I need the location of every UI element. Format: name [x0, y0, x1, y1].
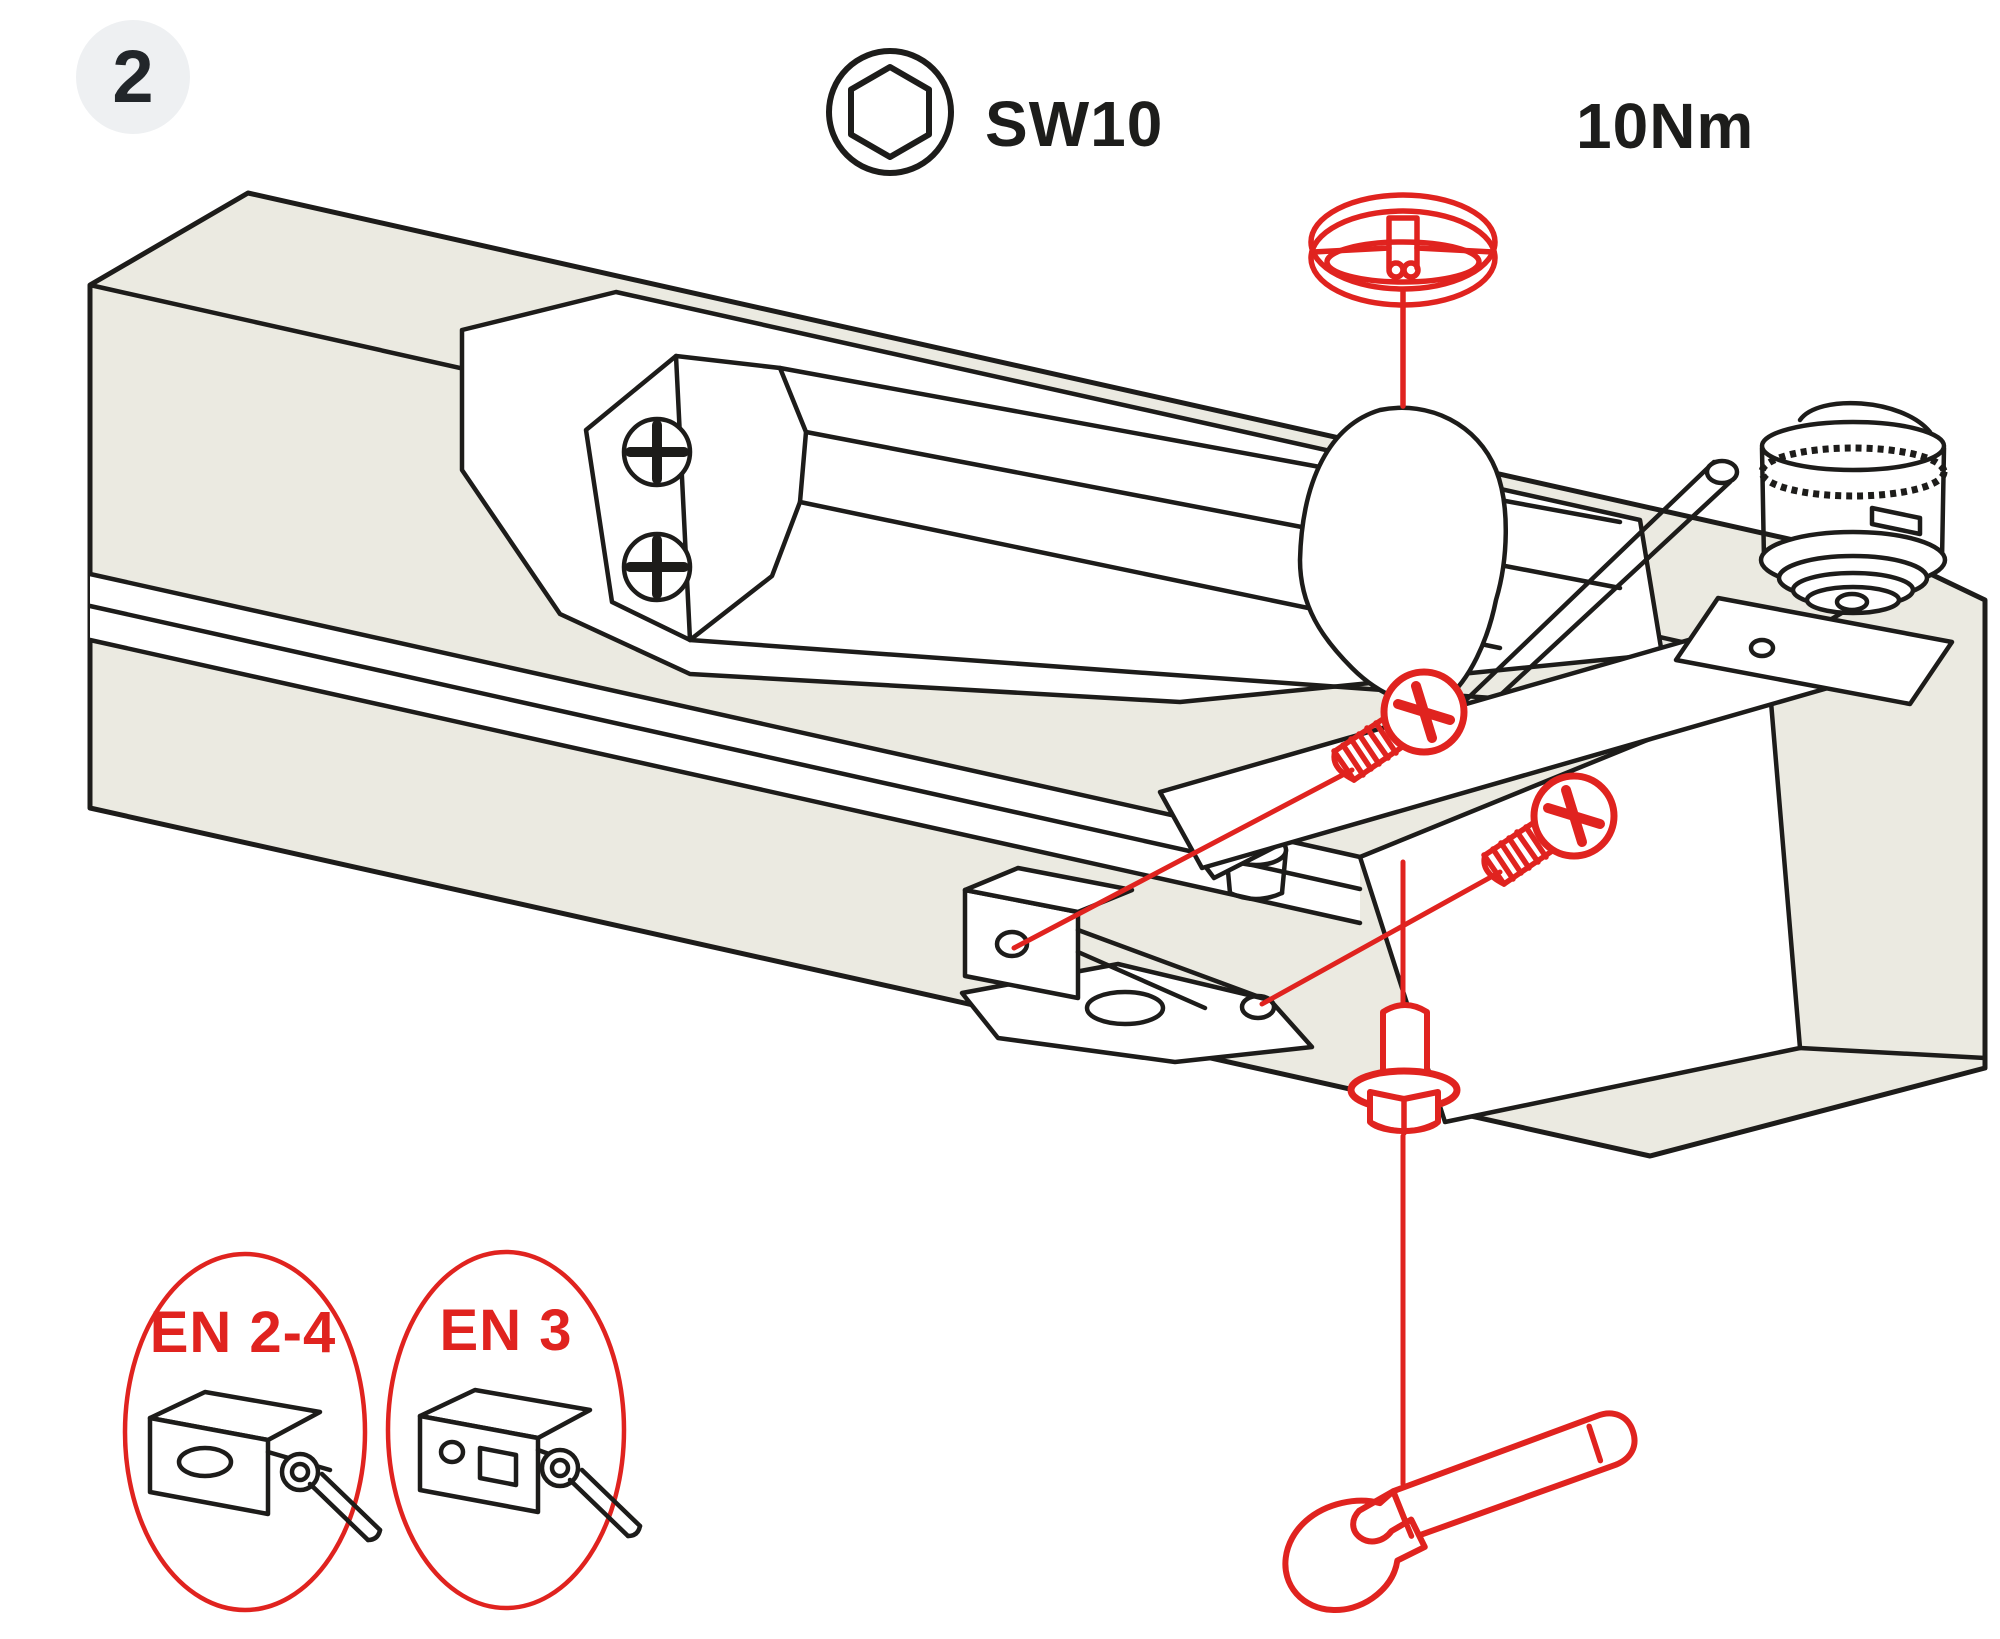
- phillips-screw-1: [1331, 668, 1468, 783]
- knob-knurling: [1758, 444, 1948, 500]
- pinion-hex-socket: [1834, 591, 1870, 613]
- detail-view-en24: EN 2-4: [122, 1251, 383, 1613]
- detail-view-en3: EN 3: [385, 1249, 643, 1611]
- flange-bolt-icon: [1347, 1002, 1461, 1136]
- end-cap-screw-bottom: [621, 531, 693, 603]
- knob-notch: [1869, 505, 1923, 537]
- shoe-screw-hole-left: [994, 929, 1030, 959]
- phillips-screw-2: [1481, 772, 1618, 887]
- shoe-block-top: [962, 865, 1135, 915]
- arm-shoe-mini-en3: [417, 1387, 643, 1539]
- hex-socket-icon: [826, 48, 954, 176]
- detail-label-en24: EN 2-4: [150, 1300, 337, 1365]
- arm-shoe-mini-en24: [147, 1389, 383, 1543]
- open-end-wrench-icon: [1282, 1410, 1638, 1613]
- shoe-slot-hole: [1084, 989, 1166, 1027]
- step-number: 2: [112, 35, 153, 118]
- screw-guide-lines: [1011, 767, 1503, 1007]
- tool-size-label: SW10: [985, 88, 1163, 160]
- step-badge: 2: [76, 20, 190, 134]
- end-cap-screw-top: [621, 416, 693, 488]
- knob-handle-arc: [1797, 400, 1933, 435]
- tool-callout: SW10: [826, 48, 1163, 176]
- pinion-valve-knob: [1673, 400, 1955, 707]
- grip-washer-icon: [1308, 192, 1498, 308]
- knob-base-plate: [1673, 595, 1955, 707]
- detail-label-en3: EN 3: [440, 1298, 573, 1363]
- torque-callout: 10Nm: [1576, 90, 1754, 162]
- closer-arm-rod: [1463, 458, 1740, 717]
- frame-door-gap: [87, 571, 1363, 926]
- closer-piston-hump: [1297, 405, 1508, 707]
- torque-label: 10Nm: [1576, 90, 1754, 162]
